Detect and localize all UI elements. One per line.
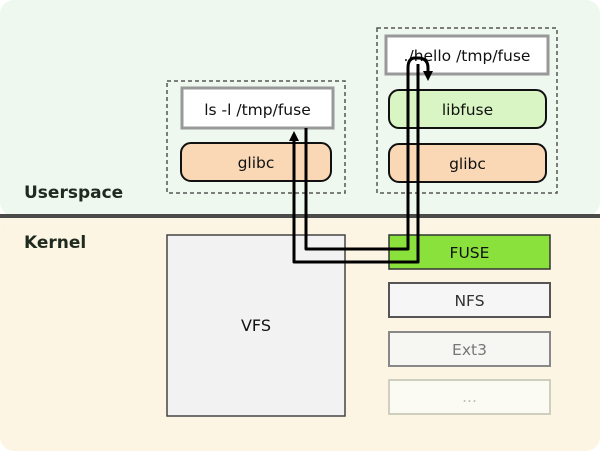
left-glibc-label: glibc: [238, 154, 275, 172]
fs-fuse-label: FUSE: [450, 244, 490, 262]
ls-command-label: ls -l /tmp/fuse: [204, 101, 311, 119]
userspace-label: Userspace: [24, 183, 123, 203]
fs-more-label: ...: [462, 388, 477, 406]
call-path-arrows: [289, 56, 433, 264]
fs-more-box: [388, 379, 551, 415]
hello-command-label: ./hello /tmp/fuse: [404, 47, 531, 65]
right-glibc-label: glibc: [449, 155, 486, 173]
libfuse-label: libfuse: [442, 101, 493, 119]
reply-path-arrow: [289, 64, 420, 264]
fs-ext3-box: [388, 331, 551, 367]
right-process-dashed-box: [376, 27, 558, 194]
vfs-label: VFS: [241, 316, 271, 335]
ls-command-box: [180, 86, 335, 130]
hello-command-box: [384, 34, 550, 76]
right-process-group: ./hello /tmp/fuse libfuse glibc: [376, 27, 558, 194]
fs-ext3-label: Ext3: [452, 341, 487, 359]
fs-nfs-box: [388, 282, 551, 318]
left-process-dashed-box: [166, 80, 346, 194]
libfuse-box: [388, 89, 547, 129]
right-glibc-box: [388, 143, 547, 183]
fs-nfs-label: NFS: [454, 292, 484, 310]
kernel-label: Kernel: [24, 233, 86, 253]
vfs-box: [166, 234, 346, 417]
request-path-arrow: [304, 56, 433, 251]
